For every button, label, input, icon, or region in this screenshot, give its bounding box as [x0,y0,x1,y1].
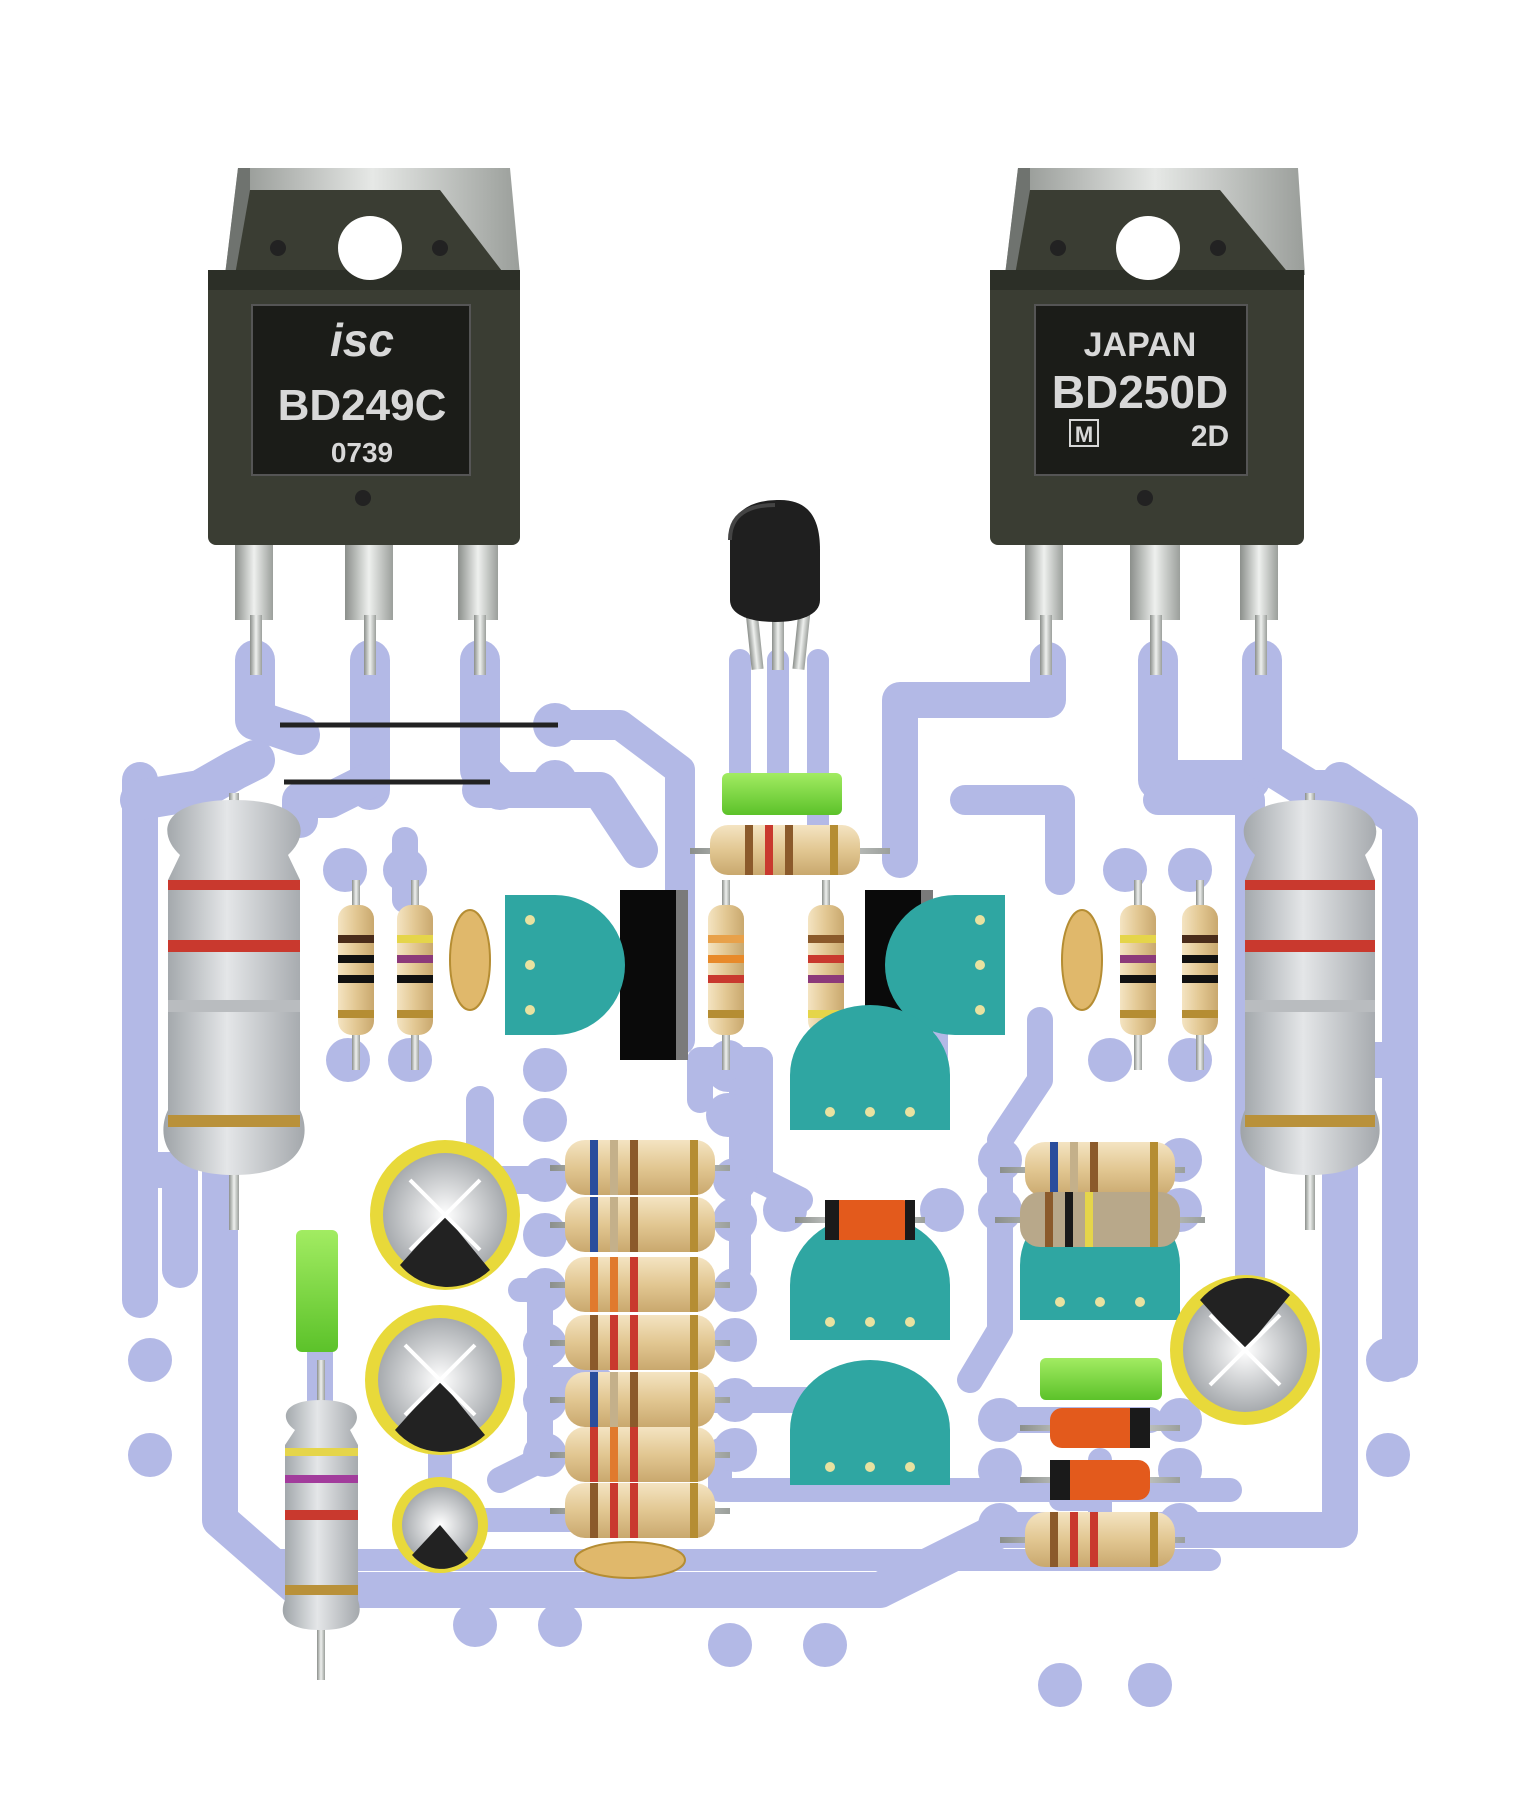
diode-icon [1020,1460,1180,1500]
capacitor-icon [574,1541,686,1579]
power-transistor-left: isc BD249C 0739 [208,168,520,675]
resistor-icon [995,1192,1205,1247]
diodes [795,1200,1180,1500]
resistor-icon [338,880,374,1070]
maker-logo-icon [1069,419,1099,447]
capacitor-icon [392,1477,488,1573]
resistor-icon [1000,1142,1185,1197]
power-resistor-icon [163,793,305,1230]
electrolytic-capacitors [365,1140,1320,1573]
resistor-icon [550,1483,730,1538]
resistor-icon [808,880,844,1070]
transistor-right-code: 2D [1191,420,1229,453]
diode-icon [1020,1408,1180,1448]
transistor-left-date: 0739 [331,437,393,468]
capacitor-icon [296,1230,338,1352]
resistor-icon [550,1372,730,1427]
film-capacitors [296,773,1162,1400]
transistor-right-logo: M [1075,422,1093,447]
capacitor-icon [1061,909,1103,1011]
resistor-icon [550,1315,730,1370]
to247-icon [990,168,1305,675]
capacitor-icon [1040,1358,1162,1400]
resistors-right [995,1142,1205,1567]
transistor-right-part: BD250D [1052,366,1228,418]
driver-transistor [728,500,820,670]
diode-icon [795,1200,925,1240]
transistor-left-part: BD249C [278,381,447,430]
capacitor-icon [1170,1275,1320,1425]
power-resistor-right [1240,793,1380,1230]
resistor-horizontal-top [690,825,890,875]
to92-icon [790,1215,950,1340]
power-resistor-left [163,793,305,1230]
to92-icon [728,500,820,670]
capacitor-icon [722,773,842,815]
power-resistor-icon [1240,793,1380,1230]
resistor-icon [550,1140,730,1195]
to247-icon [208,168,520,675]
resistor-icon [397,880,433,1070]
power-resistor-bottom-left [282,1360,360,1680]
transistor-left-mfr: isc [330,314,394,366]
capacitor-icon [365,1305,515,1455]
resistor-icon [550,1427,730,1482]
resistor-icon [1120,880,1156,1070]
resistor-icon [708,880,744,1070]
heatsink-icon [620,890,688,1060]
ceramic-capacitors [449,909,1103,1579]
resistor-icon [1000,1512,1185,1567]
to92-icon [505,895,625,1035]
jumper-wires [280,722,558,785]
resistors-vertical [338,880,1218,1070]
to92-icon [790,1360,950,1485]
to92-icon [885,895,1005,1035]
capacitor-icon [370,1140,520,1290]
to92-icon [790,1005,950,1130]
power-resistor-icon [282,1360,360,1680]
resistors-left-column [550,1140,730,1538]
capacitor-icon [449,909,491,1011]
power-transistor-right: JAPAN BD250D M 2D [990,168,1305,675]
resistor-icon [690,825,890,875]
resistor-icon [1182,880,1218,1070]
resistor-icon [550,1197,730,1252]
resistor-icon [550,1257,730,1312]
transistor-right-origin: JAPAN [1084,326,1197,364]
